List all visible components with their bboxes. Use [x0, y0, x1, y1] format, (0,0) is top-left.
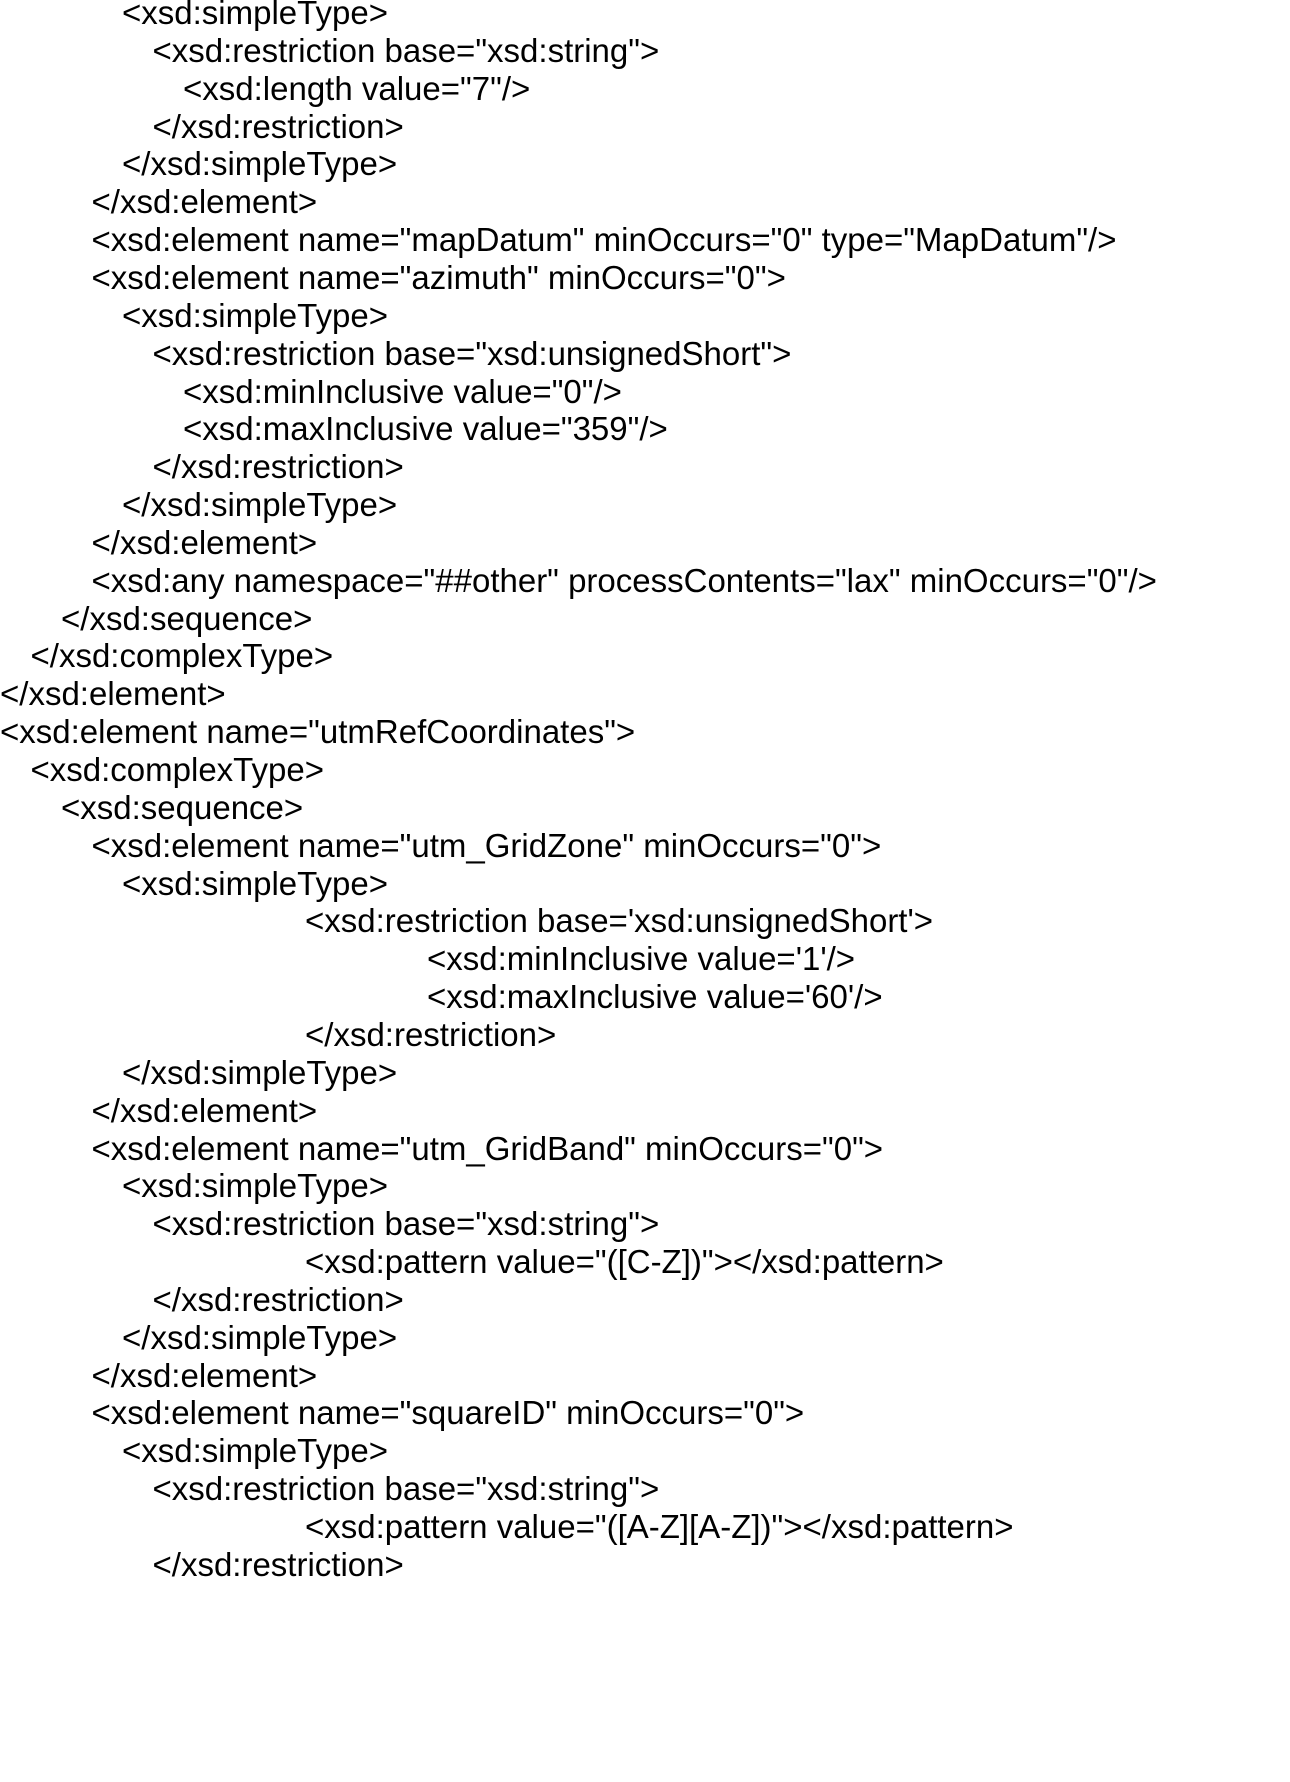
- code-line: <xsd:pattern value="([A-Z][A-Z])"></xsd:…: [305, 1508, 1014, 1545]
- code-line: <xsd:any namespace="##other" processCont…: [91, 561, 1157, 599]
- code-line: </xsd:sequence>: [61, 599, 313, 637]
- code-line: <xsd:minInclusive value="0"/>: [183, 372, 622, 410]
- code-line: </xsd:element>: [91, 183, 318, 221]
- code-line: <xsd:length value="7"/>: [183, 69, 531, 107]
- code-line: <xsd:simpleType>: [122, 0, 388, 31]
- code-line: <xsd:sequence>: [61, 788, 304, 826]
- code-line: <xsd:maxInclusive value="359"/>: [183, 410, 668, 448]
- code-line: <xsd:minInclusive value='1'/>: [427, 940, 856, 978]
- code-line: </xsd:simpleType>: [122, 1053, 398, 1091]
- code-line: </xsd:element>: [91, 523, 318, 561]
- code-line: <xsd:restriction base="xsd:string">: [152, 1205, 660, 1243]
- code-line: <xsd:restriction base="xsd:string">: [152, 31, 660, 69]
- code-line: </xsd:restriction>: [152, 1545, 404, 1583]
- code-line: </xsd:element>: [91, 1091, 318, 1129]
- code-line: </xsd:restriction>: [152, 107, 404, 145]
- code-line: <xsd:simpleType>: [122, 296, 388, 334]
- code-line: <xsd:element name="azimuth" minOccurs="0…: [91, 258, 786, 296]
- code-line: <xsd:element name="utmRefCoordinates">: [0, 713, 636, 751]
- code-line: <xsd:simpleType>: [122, 1432, 388, 1470]
- code-line: <xsd:restriction base='xsd:unsignedShort…: [305, 902, 934, 940]
- code-line: </xsd:simpleType>: [122, 486, 398, 524]
- code-line: </xsd:restriction>: [152, 448, 404, 486]
- code-line: <xsd:element name="squareID" minOccurs="…: [91, 1394, 805, 1432]
- code-line: <xsd:element name="utm_GridBand" minOccu…: [91, 1129, 884, 1167]
- code-line: <xsd:complexType>: [30, 751, 325, 788]
- code-line: </xsd:simpleType>: [122, 1318, 398, 1356]
- code-line: <xsd:restriction base="xsd:unsignedShort…: [152, 334, 792, 372]
- code-line: <xsd:element name="utm_GridZone" minOccu…: [91, 826, 882, 864]
- code-line: <xsd:simpleType>: [122, 1167, 388, 1205]
- code-line: <xsd:pattern value="([C-Z])"></xsd:patte…: [305, 1243, 944, 1281]
- code-line: <xsd:restriction base="xsd:string">: [152, 1470, 660, 1508]
- code-line: </xsd:restriction>: [305, 1015, 557, 1053]
- code-line: <xsd:element name="mapDatum" minOccurs="…: [91, 221, 1117, 259]
- code-line: </xsd:restriction>: [152, 1280, 404, 1318]
- code-line: </xsd:element>: [0, 675, 226, 713]
- code-line: </xsd:element>: [91, 1356, 318, 1394]
- code-line: <xsd:maxInclusive value='60'/>: [427, 978, 883, 1016]
- code-line: </xsd:simpleType>: [122, 145, 398, 183]
- code-line: <xsd:simpleType>: [122, 864, 388, 902]
- code-line: </xsd:complexType>: [30, 637, 334, 675]
